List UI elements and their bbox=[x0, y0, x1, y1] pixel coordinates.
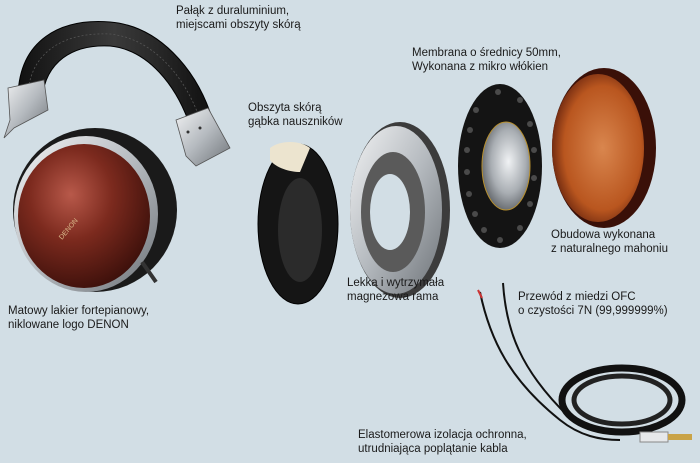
label-cable-insulation-line2: utrudniająca poplątanie kabla bbox=[358, 443, 508, 455]
label-diaphragm-line1: Membrana o średnicy 50mm, bbox=[412, 47, 561, 59]
label-frame-line2: magnezowa rama bbox=[347, 291, 439, 303]
frame-graphic bbox=[350, 122, 450, 298]
label-earpad-line2: gąbka nauszników bbox=[248, 116, 343, 128]
label-cable-wire: Przewód z miedzi OFC o czystości 7N (99,… bbox=[518, 290, 668, 318]
label-cable-wire-line1: Przewód z miedzi OFC bbox=[518, 291, 636, 303]
driver-graphic bbox=[458, 84, 542, 248]
earpad-graphic bbox=[257, 142, 339, 305]
housing-graphic bbox=[552, 68, 656, 228]
label-cable-insulation: Elastomerowa izolacja ochronna, utrudnia… bbox=[358, 428, 527, 456]
label-headband: Pałąk z duraluminium, miejscami obszyty … bbox=[176, 4, 301, 32]
label-frame-line1: Lekka i wytrzymała bbox=[347, 277, 445, 289]
label-cable-wire-line2: o czystości 7N (99,999999%) bbox=[518, 305, 668, 317]
label-earpad-line1: Obszyta skórą bbox=[248, 102, 322, 114]
headband-graphic bbox=[3, 21, 231, 167]
label-cable-insulation-line1: Elastomerowa izolacja ochronna, bbox=[358, 429, 527, 441]
cable-graphic bbox=[477, 282, 692, 443]
label-diaphragm: Membrana o średnicy 50mm, Wykonana z mik… bbox=[412, 46, 561, 74]
label-diaphragm-line2: Wykonana z mikro włókien bbox=[412, 61, 549, 73]
label-housing-line2: z naturalnego mahoniu bbox=[551, 243, 668, 255]
label-earpad: Obszyta skórą gąbka nauszników bbox=[248, 101, 343, 129]
label-finish-line2: niklowane logo DENON bbox=[8, 319, 129, 331]
label-headband-line1: Pałąk z duraluminium, bbox=[176, 5, 290, 17]
label-headband-line2: miejscami obszyty skórą bbox=[176, 19, 301, 31]
label-finish: Matowy lakier fortepianowy, niklowane lo… bbox=[8, 304, 149, 332]
ear-cup-graphic: DENON bbox=[13, 128, 177, 292]
label-frame: Lekka i wytrzymała magnezowa rama bbox=[347, 276, 444, 304]
label-finish-line1: Matowy lakier fortepianowy, bbox=[8, 305, 150, 317]
label-housing-line1: Obudowa wykonana bbox=[551, 229, 656, 241]
label-housing: Obudowa wykonana z naturalnego mahoniu bbox=[551, 228, 668, 256]
